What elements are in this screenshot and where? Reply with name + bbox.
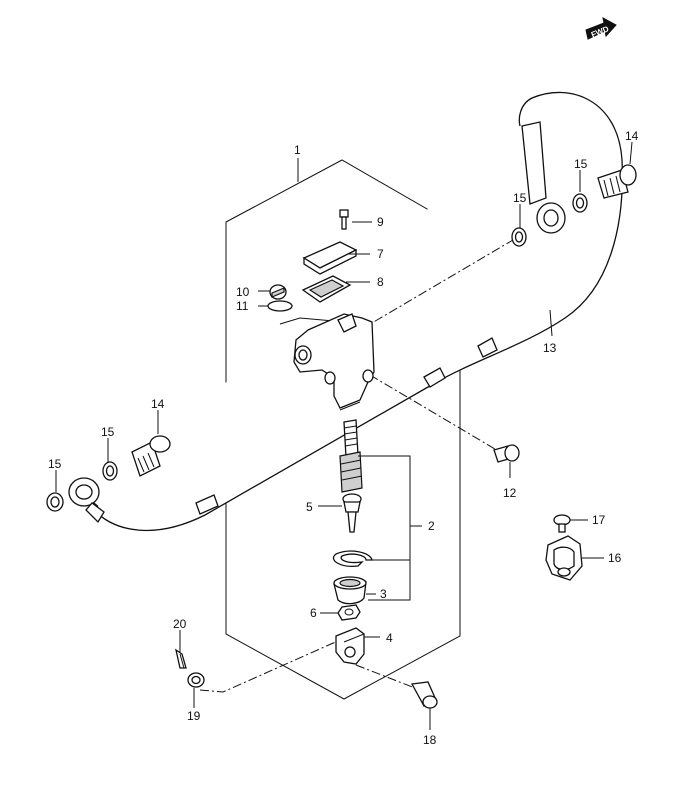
- clevis-4: [335, 627, 365, 665]
- washer-15-c: [511, 227, 527, 247]
- callout-19: 19: [187, 709, 201, 723]
- callout-3: 3: [380, 587, 387, 601]
- callout-2: 2: [428, 519, 435, 533]
- clevis-pin-18: [410, 681, 438, 709]
- master-cylinder-body: [293, 313, 375, 411]
- washer-15-a: [46, 492, 64, 512]
- diaphragm-8: [301, 275, 352, 303]
- callout-16: 16: [608, 551, 622, 565]
- assembly-line-pin: [199, 639, 341, 693]
- callout-1: 1: [294, 143, 301, 157]
- callout-8: 8: [377, 275, 384, 289]
- washer-15-b: [102, 461, 118, 481]
- piston-spring: [339, 419, 363, 493]
- callout-5: 5: [306, 500, 313, 514]
- callout-13: 13: [543, 341, 557, 355]
- callout-15-lower: 15: [101, 425, 115, 439]
- fwd-direction-badge: FWD: [585, 17, 617, 40]
- banjo-fitting-lower: [68, 477, 105, 524]
- assembly-line-hose: [359, 239, 514, 331]
- callout-17: 17: [592, 513, 606, 527]
- callout-6: 6: [310, 606, 317, 620]
- boot-3: [333, 576, 367, 605]
- callout-18: 18: [423, 733, 437, 747]
- leader-lines: [55, 141, 633, 730]
- union-bolt-upper: [597, 164, 637, 199]
- push-rod-5: [342, 493, 362, 533]
- banjo-fitting-upper: [536, 202, 566, 234]
- union-bolt-lower: [131, 435, 171, 477]
- assembly-line-bolt-12: [369, 374, 501, 453]
- assembly-outline: [225, 159, 461, 700]
- washer-19: [187, 672, 205, 688]
- callout-14-upper: 14: [625, 129, 639, 143]
- callout-15-upper-right: 15: [574, 157, 588, 171]
- callout-10: 10: [236, 285, 250, 299]
- cap-screw-9: [339, 209, 349, 230]
- callout-20: 20: [173, 617, 187, 631]
- callout-4: 4: [386, 631, 393, 645]
- callout-9: 9: [377, 215, 384, 229]
- nut-6: [337, 604, 361, 621]
- callout-7: 7: [377, 247, 384, 261]
- callout-labels: 1 2 3 4 5 6 7 8 9 10 11 12 13 14 14 15 1…: [101, 129, 639, 747]
- screw-17: [553, 514, 571, 533]
- clamp-16: [545, 535, 583, 581]
- washer-15-d: [572, 193, 588, 213]
- callout-15-upper-left: 15: [513, 191, 527, 205]
- cotter-pin-20: [175, 648, 187, 669]
- circlip-11: [267, 300, 293, 312]
- assembly-line-clevis: [355, 664, 421, 691]
- callout-12: 12: [503, 486, 517, 500]
- callout-11: 11: [236, 299, 249, 313]
- brake-hose: [87, 91, 624, 532]
- connector-10: [269, 284, 287, 300]
- bolt-12: [493, 444, 520, 463]
- reservoir-cap-7: [302, 241, 358, 275]
- callout-15-far-left: 15: [48, 457, 62, 471]
- callout-14-lower: 14: [151, 397, 165, 411]
- circlip-2: [332, 550, 373, 567]
- fwd-badge-label: FWD: [590, 24, 610, 39]
